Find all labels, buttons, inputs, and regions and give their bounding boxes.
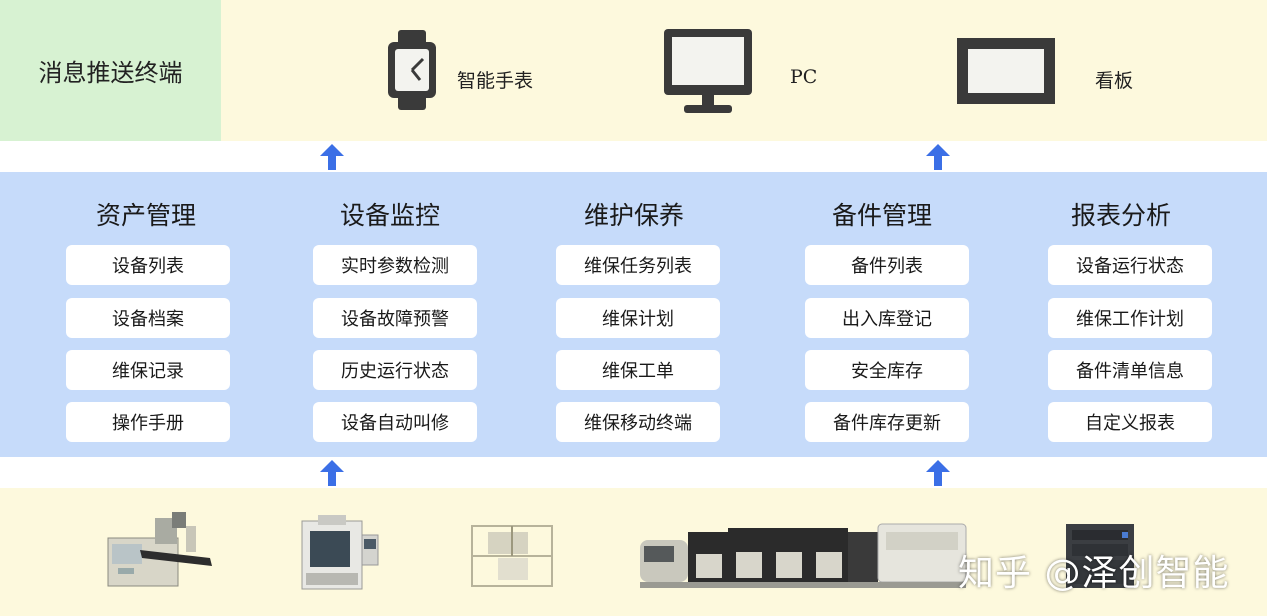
module-item[interactable]: 设备列表 [66, 245, 230, 285]
module-item[interactable]: 出入库登记 [805, 298, 969, 338]
module-item[interactable]: 操作手册 [66, 402, 230, 442]
module-item[interactable]: 备件清单信息 [1048, 350, 1212, 390]
module-item[interactable]: 安全库存 [805, 350, 969, 390]
assembly-station-icon [471, 525, 553, 587]
module-title-maintenance: 维护保养 [583, 201, 684, 230]
module-item[interactable]: 维保记录 [66, 350, 230, 390]
terminal-label-box: 消息推送终端 [0, 0, 221, 141]
module-item[interactable]: 自定义报表 [1048, 402, 1212, 442]
module-item[interactable]: 历史运行状态 [313, 350, 477, 390]
module-title-reports: 报表分析 [1070, 201, 1171, 230]
cnc-machine-icon [301, 515, 379, 590]
arrow-up-icon [320, 460, 344, 486]
module-item[interactable]: 维保任务列表 [556, 245, 720, 285]
module-item[interactable]: 维保工作计划 [1048, 298, 1212, 338]
labeling-machine-icon [107, 512, 212, 587]
arrow-up-icon [320, 144, 344, 170]
module-item[interactable]: 维保工单 [556, 350, 720, 390]
module-item[interactable]: 维保移动终端 [556, 402, 720, 442]
control-cabinet-icon [1066, 524, 1134, 588]
watermark-text: 知乎 @泽创智能 [958, 553, 1230, 594]
module-item[interactable]: 维保计划 [556, 298, 720, 338]
display-board-icon [957, 38, 1055, 104]
module-item[interactable]: 设备档案 [66, 298, 230, 338]
equipment-band [0, 488, 1267, 616]
module-item[interactable]: 设备故障预警 [313, 298, 477, 338]
module-title-spare-parts: 备件管理 [831, 201, 932, 230]
module-item[interactable]: 设备运行状态 [1048, 245, 1212, 285]
module-title-asset: 资产管理 [95, 201, 196, 230]
monitor-icon [664, 29, 752, 113]
module-item[interactable]: 备件库存更新 [805, 402, 969, 442]
smartwatch-icon [388, 30, 436, 110]
module-item[interactable]: 设备自动叫修 [313, 402, 477, 442]
device-label-board: 看板 [1095, 70, 1134, 92]
module-item[interactable]: 备件列表 [805, 245, 969, 285]
smt-line-icon [640, 523, 967, 588]
device-label-pc: PC [790, 66, 818, 88]
arrow-up-icon [926, 460, 950, 486]
module-title-monitoring: 设备监控 [339, 201, 440, 230]
terminal-label: 消息推送终端 [38, 59, 183, 87]
device-label-smartwatch: 智能手表 [457, 70, 534, 92]
arrow-up-icon [926, 144, 950, 170]
module-item[interactable]: 实时参数检测 [313, 245, 477, 285]
